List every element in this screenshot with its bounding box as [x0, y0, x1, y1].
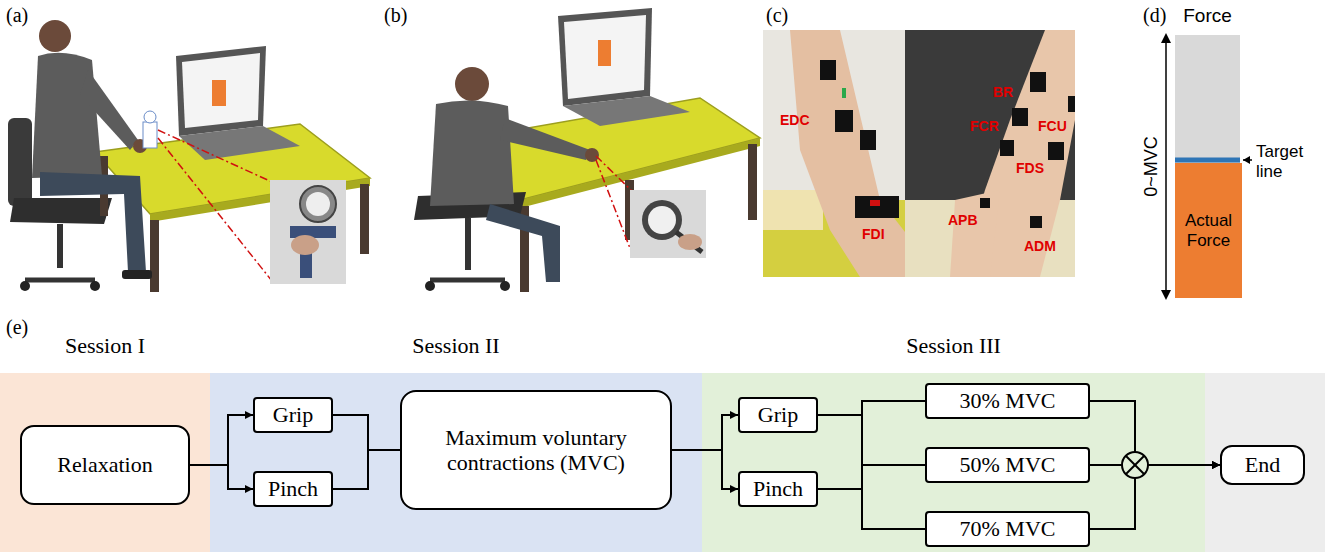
panel-label: (a) [6, 4, 28, 27]
muscle-label: BR [993, 84, 1013, 100]
end-band [1205, 373, 1325, 552]
callout-label: Target line [1256, 142, 1318, 181]
node-text: Grip [758, 402, 798, 427]
node-text: Relaxation [57, 452, 152, 477]
node-text: End [1245, 452, 1280, 477]
process-box: Relaxation [20, 425, 190, 505]
node-text: Pinch [268, 476, 318, 501]
muscle-label: FDS [1016, 160, 1044, 176]
task-box: Grip [738, 397, 818, 433]
panel-label: (d) [1143, 4, 1166, 27]
muscle-label: FCU [1038, 118, 1067, 134]
end-box: End [1220, 445, 1305, 485]
level-box: 50% MVC [925, 447, 1090, 483]
node-heading: Session III [682, 333, 1225, 359]
scene-a [8, 20, 370, 292]
process-box: Maximum voluntary contractions (MVC) [400, 390, 672, 510]
task-box: Pinch [738, 471, 818, 507]
level-box: 30% MVC [925, 383, 1090, 419]
node-text: Maximum voluntary contractions (MVC) [410, 425, 662, 476]
session-band: Session IIGripPinchMaximum voluntary con… [210, 373, 702, 552]
node-heading: Session I [0, 333, 230, 359]
muscle-label: FCR [970, 118, 999, 134]
task-box: Pinch [253, 471, 333, 507]
panel-label: (c) [766, 4, 788, 27]
node-text: 70% MVC [960, 516, 1056, 541]
range-arrow [1165, 40, 1167, 293]
session-band: Session IRelaxation [0, 373, 210, 552]
combine-symbol [1126, 456, 1144, 474]
node-heading: Session II [190, 333, 722, 359]
axis-label: 0~MVC [1141, 136, 1162, 197]
range-arrow-head [1161, 33, 1171, 43]
node-heading: Force [1155, 5, 1260, 27]
muscle-label: ADM [1024, 238, 1056, 254]
panel-label: (e) [6, 316, 28, 339]
muscle-label: FDI [862, 226, 885, 242]
muscle-label: EDC [780, 112, 810, 128]
photo-c [763, 30, 1075, 277]
range-arrow-head [1161, 290, 1171, 300]
target-pointer-head [1243, 156, 1250, 164]
scene-b [414, 8, 760, 292]
actual-force-fill: Actual Force [1175, 163, 1242, 298]
combine-symbol [1122, 452, 1148, 478]
node-text: 50% MVC [960, 452, 1056, 477]
force-bar: ForceActual Force [1175, 35, 1240, 298]
node-text: 30% MVC [960, 388, 1056, 413]
node-text: Grip [273, 402, 313, 427]
panel-label: (b) [384, 4, 407, 27]
level-box: 70% MVC [925, 511, 1090, 547]
target-line [1175, 158, 1240, 163]
task-box: Grip [253, 397, 333, 433]
combine-symbol [1126, 456, 1144, 474]
muscle-label: APB [948, 212, 978, 228]
node-text: Pinch [753, 476, 803, 501]
node-text: Actual Force [1177, 211, 1240, 250]
